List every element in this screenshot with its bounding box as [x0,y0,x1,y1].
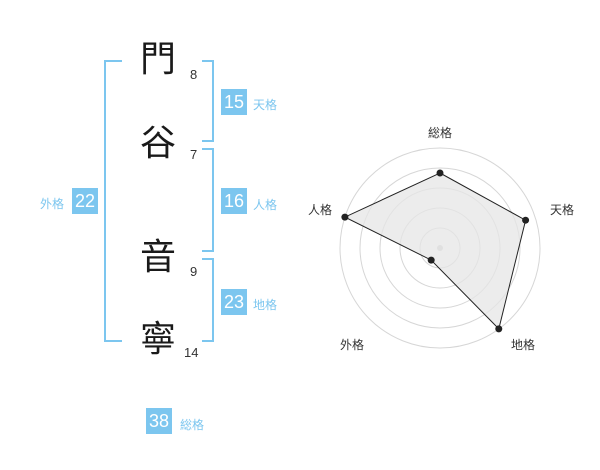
radar-point-3 [495,325,503,333]
name-char-2: 谷 [140,123,177,164]
chikaku-label: 地格 [253,298,278,312]
stroke-count-3: 9 [190,264,198,279]
radar-axis-label-jinkaku: 人格 [308,203,333,217]
tenkaku-value: 15 [221,89,247,115]
radar-axis-label-chikaku: 地格 [511,338,536,352]
jinkaku-label: 人格 [253,198,278,212]
radar-point-1 [436,169,444,177]
radar-point-5 [341,213,349,221]
stroke-count-1: 8 [190,67,198,82]
radar-ring-4 [359,167,521,329]
name-char-3: 音 [140,237,177,278]
stroke-count-4: 14 [184,345,199,360]
gaikaku-value: 22 [72,188,98,214]
jinkaku-bracket [202,148,214,252]
name-char-1: 門 [140,39,177,80]
radar-axis-label-tenkaku: 天格 [550,203,575,217]
jinkaku-value: 16 [221,188,247,214]
gaikaku-bracket [104,60,122,342]
radar-point-4 [427,256,435,264]
radar-point-2 [522,216,530,224]
chikaku-bracket [202,258,214,342]
name-char-4: 寧 [140,319,177,360]
radar-axis-label-gaikaku: 外格 [340,338,365,352]
radar-ring-5 [339,147,541,349]
radar-axis-label-soukaku: 総格 [428,126,453,140]
gaikaku-label: 外格 [40,197,65,211]
soukaku-label: 総格 [180,418,205,432]
stroke-count-2: 7 [190,147,198,162]
chikaku-value: 23 [221,289,247,315]
radar-polygon [343,172,527,330]
tenkaku-bracket [202,60,214,142]
soukaku-value: 38 [146,408,172,434]
tenkaku-label: 天格 [253,98,278,112]
radar-points [341,169,530,333]
